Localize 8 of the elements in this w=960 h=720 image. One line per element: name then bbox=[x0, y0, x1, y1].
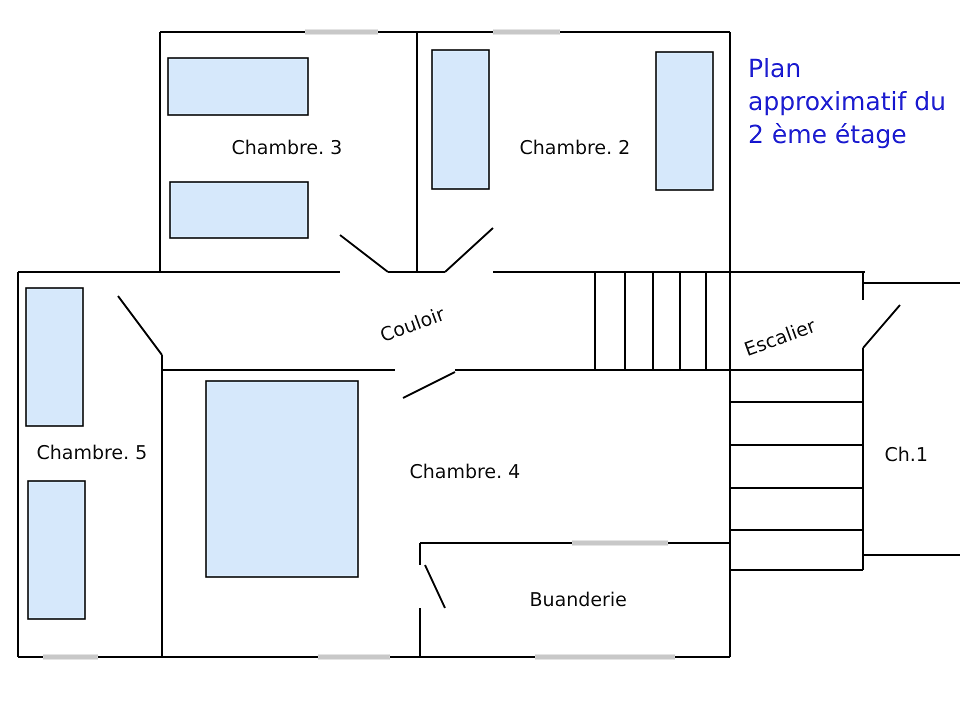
room-label: Ch.1 bbox=[884, 444, 928, 466]
room-label: Chambre. 4 bbox=[410, 461, 520, 483]
room-label: Chambre. 5 bbox=[36, 442, 148, 464]
room-label: Chambre. 2 bbox=[520, 137, 630, 159]
plan-title: Plan approximatif du 2 ème étage bbox=[748, 53, 947, 151]
room-label: Buanderie bbox=[530, 589, 627, 611]
room-label: Couloir bbox=[376, 303, 448, 347]
room-label: Chambre. 3 bbox=[232, 137, 342, 159]
